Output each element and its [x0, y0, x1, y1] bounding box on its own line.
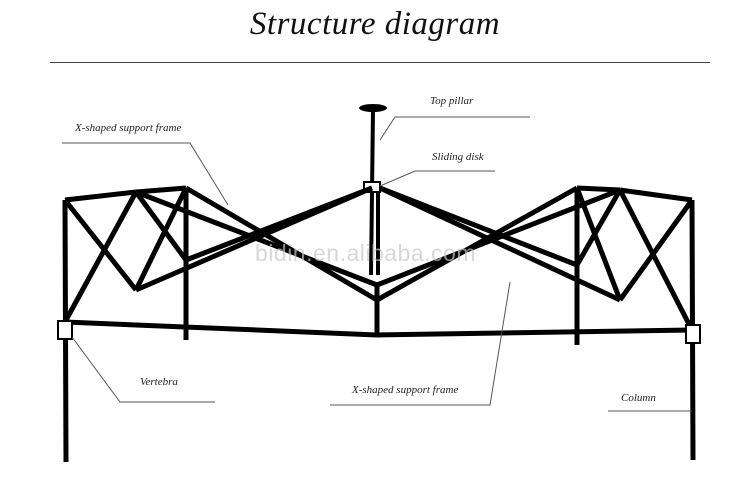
frame-bar [133, 190, 189, 262]
label-x-shaped-support-frame-bottom: X-shaped support frame [352, 384, 459, 396]
frame-bar [376, 327, 693, 338]
frame-bar [576, 185, 621, 193]
frame-bar [135, 185, 373, 293]
label-sliding-disk: Sliding disk [432, 151, 484, 163]
diagram-title: Structure diagram [249, 6, 501, 42]
label-vertebra: Vertebra [140, 376, 178, 388]
frame-bar [64, 319, 378, 338]
vertebra-joint-right [685, 324, 701, 344]
frame-bar [574, 188, 623, 267]
leader-lines [62, 116, 692, 412]
leader-x-frame-top [62, 142, 229, 206]
label-x-shaped-support-frame-top: X-shaped support frame [75, 122, 182, 134]
frame-bar [376, 187, 621, 288]
frame-bar [62, 190, 139, 324]
frame-bar [184, 185, 379, 303]
frame-bar [619, 187, 693, 203]
leader-sliding-disk [379, 170, 495, 187]
frame-bar [378, 185, 622, 303]
leader-top-pillar [379, 116, 530, 141]
frame-bar [133, 186, 189, 292]
label-column: Column [621, 392, 656, 404]
sliding-disk [363, 181, 381, 193]
label-top-pillar: Top pillar [430, 95, 474, 107]
vertebra-joint-left [57, 320, 73, 340]
top-pillar-cap [359, 104, 387, 112]
tent-frame-bars [57, 104, 701, 463]
watermark: bidin.en.alibaba.com [255, 240, 476, 266]
title-divider [50, 62, 710, 63]
leader-x-frame-bottom [330, 281, 511, 406]
leader-vertebra [71, 336, 215, 403]
frame-bar [135, 185, 187, 195]
frame-bar [617, 188, 695, 332]
frame-bar [64, 189, 137, 203]
frame-bar [617, 198, 695, 302]
frame-bar [63, 198, 138, 292]
